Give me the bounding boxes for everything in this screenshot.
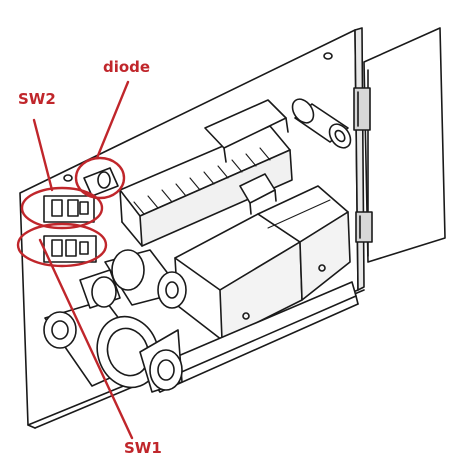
sw2-label: SW2 (18, 90, 56, 108)
diode-leader-line (95, 80, 130, 160)
small-component (239, 173, 277, 215)
capacitor-top (291, 98, 352, 149)
capacitor-middle (104, 249, 187, 309)
side-panel (353, 27, 446, 263)
sw2-highlight-ring (20, 186, 104, 230)
terminal-block (119, 99, 293, 247)
connector-small (139, 329, 183, 393)
sw1-label: SW1 (124, 439, 162, 457)
sw1-switch (43, 235, 97, 263)
sw1-leader-line (38, 238, 134, 440)
diode-label: diode (103, 58, 151, 76)
diode-component (83, 167, 119, 197)
sw2-switch (43, 195, 95, 223)
diode-highlight-ring (74, 156, 126, 200)
sw1-highlight-ring (16, 222, 108, 268)
sw2-leader-line (32, 118, 54, 192)
relay-right (257, 185, 351, 301)
connector-large (43, 299, 160, 389)
capacitor-small (79, 269, 121, 309)
